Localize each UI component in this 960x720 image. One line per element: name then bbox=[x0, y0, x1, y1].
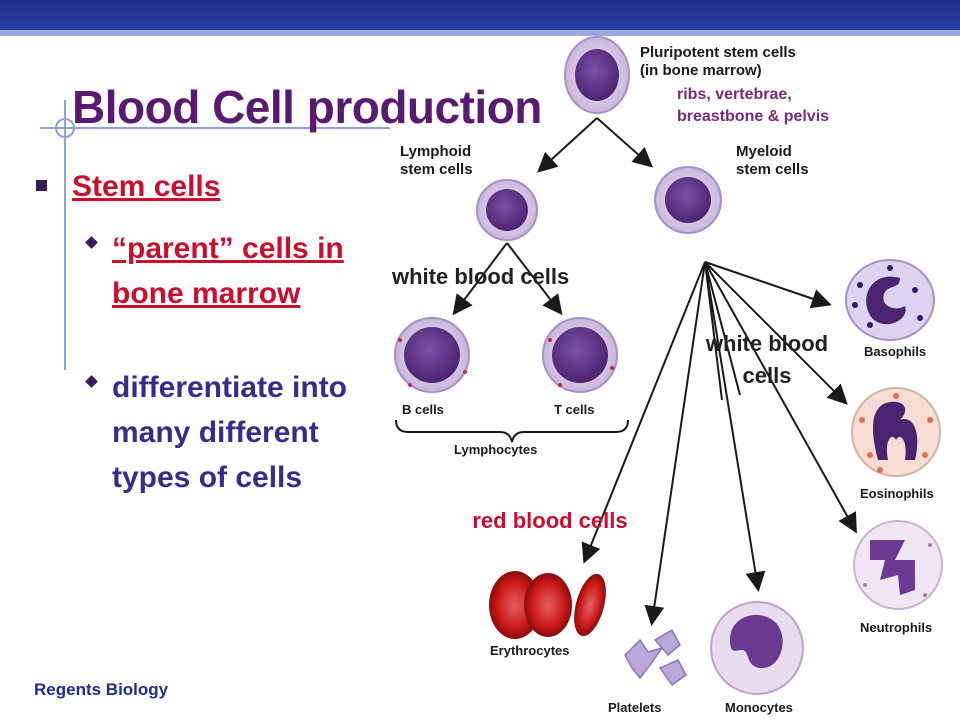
bullet-stem-cells: Stem cells bbox=[72, 170, 221, 203]
eosinophil-icon bbox=[851, 387, 941, 477]
pluripotent-label-line1: Pluripotent stem cells bbox=[640, 44, 796, 61]
b-cells-label: B cells bbox=[402, 402, 444, 417]
sub-bullet-differentiate: differentiate into many different types … bbox=[112, 371, 348, 494]
neutrophils-label: Neutrophils bbox=[860, 620, 933, 635]
b-cell-icon bbox=[394, 317, 470, 393]
myeloid-label-line2: stem cells bbox=[736, 161, 809, 178]
rbc-label: red blood cells bbox=[472, 508, 628, 533]
crosshair-ornament bbox=[55, 118, 75, 138]
bone-locations-note: ribs, vertebrae, breastbone & pelvis bbox=[677, 84, 829, 128]
erythrocytes-icon bbox=[489, 571, 606, 639]
margin-rule bbox=[64, 100, 66, 370]
lymphocytes-bracket bbox=[395, 419, 629, 443]
footer-label: Regents Biology bbox=[34, 680, 169, 699]
t-cells-label: T cells bbox=[554, 402, 595, 417]
sub-bullet-parent-cells: “parent” cells in bone marrow bbox=[112, 232, 344, 310]
myeloid-label-line1: Myeloid bbox=[736, 143, 792, 160]
bone-note-line1: ribs, vertebrae, bbox=[677, 86, 792, 103]
monocytes-label: Monocytes bbox=[725, 700, 793, 715]
pluripotent-label-line2: (in bone marrow) bbox=[640, 62, 762, 79]
pluripotent-label: Pluripotent stem cells (in bone marrow) bbox=[640, 44, 796, 80]
lymphocytes-label: Lymphocytes bbox=[454, 442, 538, 457]
eosinophils-label: Eosinophils bbox=[860, 486, 934, 501]
pluripotent-stem-cell-icon bbox=[564, 36, 630, 114]
platelets-icon bbox=[624, 628, 687, 687]
square-bullet-icon bbox=[36, 180, 47, 191]
lymphoid-label: Lymphoid stem cells bbox=[400, 143, 473, 179]
basophils-label: Basophils bbox=[864, 344, 927, 359]
myeloid-stem-cell-icon bbox=[654, 166, 722, 234]
bone-note-line2: breastbone & pelvis bbox=[677, 108, 830, 125]
neutrophil-icon bbox=[853, 520, 943, 610]
slide-title: Blood Cell production bbox=[72, 81, 542, 133]
myeloid-label: Myeloid stem cells bbox=[736, 143, 809, 179]
monocyte-icon bbox=[710, 601, 804, 695]
top-banner bbox=[0, 0, 960, 30]
platelets-label: Platelets bbox=[608, 700, 662, 715]
wbc-label-myeloid: white blood cells bbox=[705, 331, 829, 388]
wbc-label-lymphoid: white blood cells bbox=[392, 264, 570, 289]
lymphoid-stem-cell-icon bbox=[476, 179, 538, 241]
title-rule bbox=[40, 127, 390, 129]
erythrocytes-label: Erythrocytes bbox=[490, 643, 570, 658]
top-banner-shadow bbox=[0, 30, 960, 36]
t-cell-icon bbox=[542, 317, 618, 393]
lymphoid-label-line1: Lymphoid bbox=[400, 143, 472, 160]
lymphoid-label-line2: stem cells bbox=[400, 161, 473, 178]
basophil-icon bbox=[845, 259, 935, 341]
